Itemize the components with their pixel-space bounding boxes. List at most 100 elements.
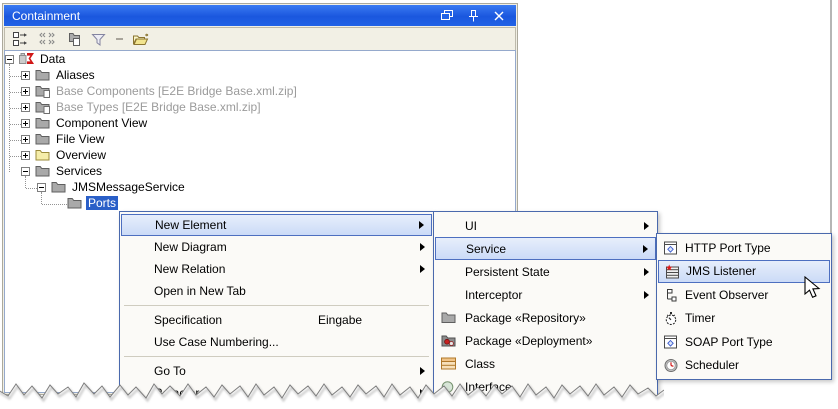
tree-item-label: Ports	[86, 196, 119, 210]
menu-item-interceptor[interactable]: Interceptor	[435, 283, 656, 306]
tree-connector	[26, 188, 37, 189]
menu-item-timer[interactable]: Timer	[658, 307, 830, 331]
open-in-new-tree-button[interactable]	[12, 31, 29, 47]
menu-item-shortcut: Eingabe	[318, 313, 363, 327]
expand-toggle-icon[interactable]	[21, 102, 30, 112]
close-button[interactable]	[490, 8, 508, 24]
collapse-toggle-icon[interactable]	[5, 54, 14, 64]
menu-separator	[124, 356, 429, 357]
jms-listener-icon	[665, 264, 682, 279]
menu-item-persistent-state[interactable]: Persistent State	[435, 260, 656, 283]
expand-toggle-icon[interactable]	[21, 134, 30, 144]
tree-connector	[10, 92, 21, 93]
tree-item-services[interactable]: Services	[5, 163, 515, 179]
menu-item-package-repository[interactable]: Package «Repository»	[435, 306, 656, 329]
tree-item-base-components[interactable]: Base Components [E2E Bridge Base.xml.zip…	[5, 83, 515, 99]
menu-item-new-relation[interactable]: New Relation	[121, 258, 432, 280]
menu-item-label: JMS Listener	[686, 264, 757, 279]
menu-item-new-diagram[interactable]: New Diagram	[121, 236, 432, 258]
tree-item-file-view[interactable]: File View	[5, 131, 515, 147]
menu-separator	[124, 305, 429, 306]
expand-toggle-icon[interactable]	[21, 118, 30, 128]
new-element-submenu: UI Service Persistent State Interceptor …	[433, 211, 658, 401]
menu-item-go-to[interactable]: Go To	[121, 360, 432, 382]
menu-item-label: New Relation	[154, 262, 226, 276]
tree-connector	[41, 192, 42, 204]
menu-item-specification[interactable]: Specification Eingabe	[121, 309, 432, 331]
tree-item-label: JMSMessageService	[72, 180, 185, 194]
tree-item-label: Overview	[56, 148, 107, 162]
copy-structure-button[interactable]	[64, 31, 81, 47]
model-root-icon	[19, 52, 35, 66]
tree-connector	[25, 176, 26, 188]
float-window-icon	[441, 10, 453, 20]
pin-button[interactable]	[464, 8, 482, 24]
menu-item-jms-listener[interactable]: JMS Listener	[658, 259, 830, 283]
folder-icon	[51, 180, 67, 194]
menu-item-scheduler[interactable]: Scheduler	[658, 354, 830, 378]
menu-item-label: Service	[466, 241, 507, 256]
menu-item-label: Go To	[154, 364, 186, 378]
collapse-all-button[interactable]	[38, 31, 55, 47]
tree-connector	[10, 108, 21, 109]
panel-titlebar[interactable]: Containment	[4, 5, 516, 26]
panel-title: Containment	[12, 8, 81, 23]
menu-item-label: Package «Repository»	[465, 310, 586, 325]
menu-item-ui[interactable]: UI	[435, 214, 656, 237]
tree-item-label: Services	[56, 164, 103, 178]
folder-icon	[67, 196, 83, 210]
float-window-button[interactable]	[438, 8, 456, 24]
menu-item-package-deployment[interactable]: Package «Deployment»	[435, 329, 656, 352]
expand-toggle-icon[interactable]	[21, 70, 30, 80]
menu-item-label: Event Observer	[685, 287, 769, 302]
tree-item-overview[interactable]: Overview	[5, 147, 515, 163]
folder-icon	[35, 68, 51, 82]
submenu-arrow-icon	[420, 367, 425, 375]
menu-item-open-in-new-tab[interactable]: Open in New Tab	[121, 280, 432, 302]
menu-item-label: Open in New Tab	[154, 284, 246, 298]
expand-toggle-icon[interactable]	[21, 150, 30, 160]
folder-icon	[35, 164, 51, 178]
menu-item-label: Persistent State	[465, 264, 550, 279]
expand-toggle-icon[interactable]	[21, 86, 30, 96]
screen-edge-line	[830, 0, 832, 233]
tree-item-jmsmessageservice[interactable]: JMSMessageService	[5, 179, 515, 195]
menu-item-label: Use Case Numbering...	[154, 335, 279, 349]
tree-connector	[42, 204, 67, 205]
folder-icon	[35, 132, 51, 146]
tree-item-aliases[interactable]: Aliases	[5, 67, 515, 83]
containment-toolbar	[4, 27, 516, 51]
filter-icon	[91, 33, 106, 46]
menu-item-label: Package «Deployment»	[465, 333, 593, 348]
collapse-toggle-icon[interactable]	[37, 182, 46, 192]
mouse-cursor	[804, 276, 821, 299]
menu-item-class[interactable]: Class	[435, 352, 656, 375]
menu-item-event-observer[interactable]: Event Observer	[658, 283, 830, 307]
collapse-all-icon	[38, 32, 55, 45]
tree-item-base-types[interactable]: Base Types [E2E Bridge Base.xml.zip]	[5, 99, 515, 115]
submenu-arrow-icon	[419, 221, 424, 229]
open-folder-icon	[133, 32, 149, 45]
menu-item-service[interactable]: Service	[435, 237, 656, 260]
menu-item-use-case-numbering[interactable]: Use Case Numbering...	[121, 331, 432, 353]
http-port-type-icon	[664, 240, 681, 255]
submenu-arrow-icon	[644, 221, 649, 230]
menu-item-label: Interceptor	[465, 287, 523, 302]
deployment-folder-icon	[441, 333, 458, 348]
context-menu: New Element New Diagram New Relation Ope…	[119, 211, 434, 407]
menu-item-http-port-type[interactable]: HTTP Port Type	[658, 236, 830, 260]
collapse-toggle-icon[interactable]	[21, 166, 30, 176]
menu-item-label: HTTP Port Type	[685, 240, 771, 255]
menu-item-new-element[interactable]: New Element	[121, 214, 432, 236]
menu-item-soap-port-type[interactable]: SOAP Port Type	[658, 330, 830, 354]
tree-item-ports[interactable]: Ports	[5, 195, 515, 211]
torn-edge	[0, 382, 664, 409]
tree-item-label: Aliases	[56, 68, 95, 82]
tree-item-data[interactable]: Data	[5, 51, 515, 67]
tree-item-label: Data	[40, 52, 66, 66]
filter-button[interactable]	[90, 31, 107, 47]
open-folder-button[interactable]	[132, 31, 149, 47]
close-icon	[494, 11, 504, 20]
tree-item-component-view[interactable]: Component View	[5, 115, 515, 131]
